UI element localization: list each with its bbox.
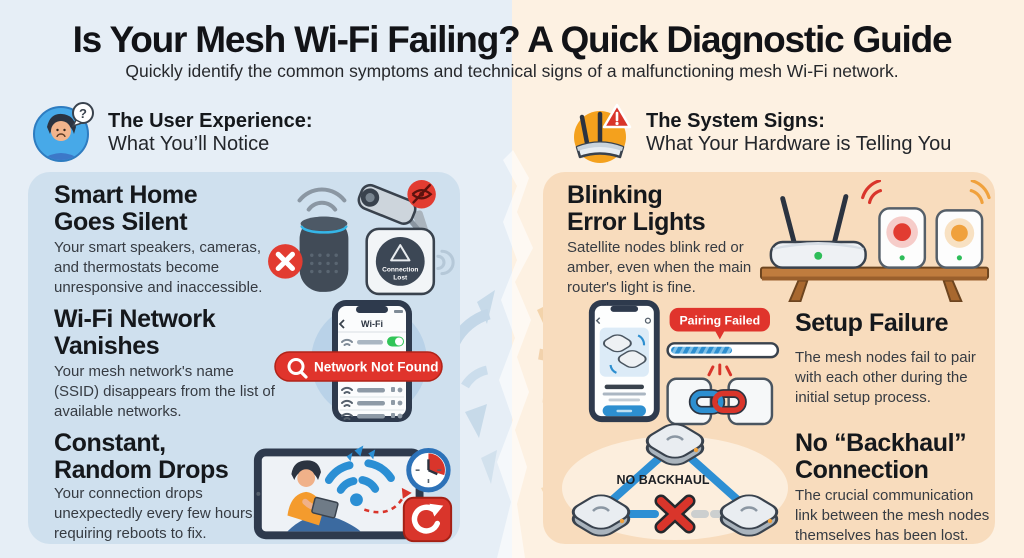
mesh-node-icon <box>571 494 631 537</box>
setup-failure-illustration: Pairing Failed <box>588 300 780 426</box>
symptom-body: The mesh nodes fail to pair with each ot… <box>795 349 976 406</box>
pairing-failed-badge: Pairing Failed <box>669 307 770 340</box>
symptom-body: Satellite nodes blink red or amber, even… <box>567 239 752 296</box>
symptom-title: Setup Failure <box>795 309 949 337</box>
svg-text:Connection: Connection <box>382 267 418 274</box>
left-section-title: The User Experience: <box>108 110 313 132</box>
chain-link-blue-icon <box>690 390 724 413</box>
reboot-icon <box>402 496 453 543</box>
left-section-subtitle: What You’ll Notice <box>108 133 270 155</box>
offline-x-badge-icon <box>268 244 303 279</box>
symptom-body: The crucial communication link between t… <box>795 487 990 544</box>
svg-text:?: ? <box>79 106 87 121</box>
pairing-nodes-graphic <box>602 334 647 374</box>
symptom-body: Your mesh network's name (SSID) disappea… <box>54 363 275 420</box>
confused-user-icon: ? <box>33 102 94 162</box>
system-signs-section-header: The System Signs: What Your Hardware is … <box>570 101 951 165</box>
search-icon <box>287 358 305 375</box>
svg-text:Pairing Failed: Pairing Failed <box>679 314 760 328</box>
broken-link-x-icon <box>654 494 696 534</box>
page-title: Is Your Mesh Wi-Fi Failing? A Quick Diag… <box>72 19 953 60</box>
smart-speaker-icon <box>299 216 349 292</box>
connection-drops-illustration <box>253 445 453 543</box>
satellite-node-amber-icon <box>935 180 991 269</box>
timer-icon <box>406 447 451 493</box>
no-backhaul-illustration: NO BACKHAUL <box>562 423 788 540</box>
user-experience-section-header: ? The User Experience: What You’ll Notic… <box>32 101 313 165</box>
drop-arrow-path <box>363 491 407 514</box>
person-with-tablet-icon <box>287 460 361 532</box>
break-spark-icon <box>707 363 733 377</box>
mesh-node-icon <box>645 423 705 466</box>
svg-text:Network Not Found: Network Not Found <box>314 360 439 375</box>
symptom-body: Your connection drops unexpectedly every… <box>54 485 257 542</box>
network-row <box>340 399 404 411</box>
no-backhaul-label: NO BACKHAUL <box>616 473 709 487</box>
setup-phone-icon <box>588 300 660 423</box>
wifi-list-phone-illustration: Wi-Fi <box>274 300 443 422</box>
chain-link-red-icon <box>712 390 746 413</box>
network-row <box>341 412 403 420</box>
wifi-waves-icon <box>297 187 347 212</box>
router-alert-icon <box>574 103 632 163</box>
broken-link-nodes-icon <box>666 377 774 426</box>
mesh-node-icon <box>719 494 779 537</box>
camera-blind-badge-icon <box>407 180 436 209</box>
smart-home-offline-illustration: Connection Lost <box>268 180 455 296</box>
symptom-title: Constant,Random Drops <box>54 429 229 484</box>
blinking-nodes-shelf-illustration <box>759 180 991 302</box>
broken-wifi-icon <box>324 459 395 494</box>
muted-device-icon <box>436 249 455 276</box>
thermostat-connection-lost-icon: Connection Lost <box>365 227 436 296</box>
svg-text:Lost: Lost <box>393 275 408 282</box>
satellite-node-red-icon <box>861 180 927 269</box>
right-section-title: The System Signs: <box>646 110 825 132</box>
security-camera-icon <box>357 180 436 236</box>
pairing-progress-bar <box>666 342 780 359</box>
page-subtitle: Quickly identify the common symptoms and… <box>125 61 899 81</box>
shelf-icon <box>759 266 990 302</box>
symptom-body: Your smart speakers, cameras, and thermo… <box>54 239 263 296</box>
network-not-found-pill: Network Not Found <box>274 351 443 382</box>
svg-text:Wi-Fi: Wi-Fi <box>361 319 383 329</box>
router-status-led <box>814 251 823 260</box>
network-row <box>340 386 404 398</box>
right-section-subtitle: What Your Hardware is Telling You <box>646 133 952 155</box>
symptom-title: No “Backhaul”Connection <box>795 429 967 484</box>
main-router-icon <box>769 194 867 269</box>
